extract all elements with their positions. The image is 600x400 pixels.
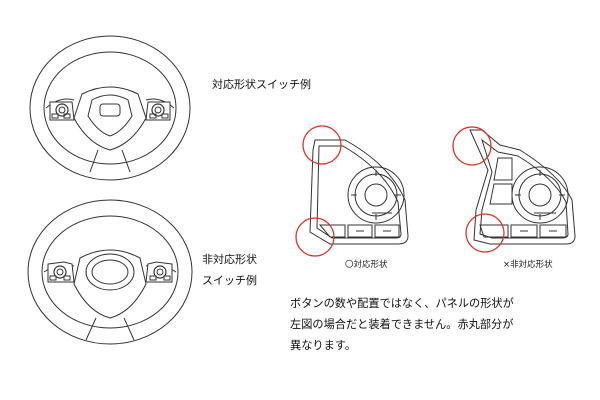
panel-detail-incompatible bbox=[469, 129, 576, 245]
incompatible-switch-example-label-line2: スイッチ例 bbox=[202, 274, 257, 287]
switch-panel-right bbox=[145, 101, 171, 121]
explanation-note-line3: 異なります。 bbox=[290, 339, 357, 352]
incompatible-shape-caption: ×非対応形状 bbox=[503, 260, 553, 270]
compatible-switch-example-label: 対応形状スイッチ例 bbox=[212, 78, 311, 91]
explanation-note-line2: 左図の場合だと装着できません。赤丸部分が bbox=[290, 318, 514, 331]
switch-panel-left-incompatible bbox=[47, 261, 75, 283]
incompatible-switch-example-label-line1: 非対応形状 bbox=[202, 253, 257, 266]
marker-circle-compatible-top bbox=[302, 125, 342, 165]
panel-detail-compatible bbox=[309, 139, 409, 245]
switch-panel-left bbox=[49, 101, 75, 121]
marker-circle-incompatible-bottom bbox=[465, 213, 505, 253]
explanation-note-line1: ボタンの数や配置ではなく、パネルの形状が bbox=[290, 297, 514, 310]
explanation-note: ボタンの数や配置ではなく、パネルの形状が 左図の場合だと装着できません。赤丸部分… bbox=[290, 293, 590, 356]
marker-circle-compatible-bottom bbox=[295, 217, 335, 257]
marker-circle-incompatible-top bbox=[452, 126, 492, 166]
steering-wheel-compatible bbox=[29, 35, 191, 181]
switch-panel-right-incompatible bbox=[145, 261, 173, 283]
steering-wheel-incompatible bbox=[27, 199, 193, 345]
compatible-shape-caption: 〇対応形状 bbox=[345, 260, 388, 270]
